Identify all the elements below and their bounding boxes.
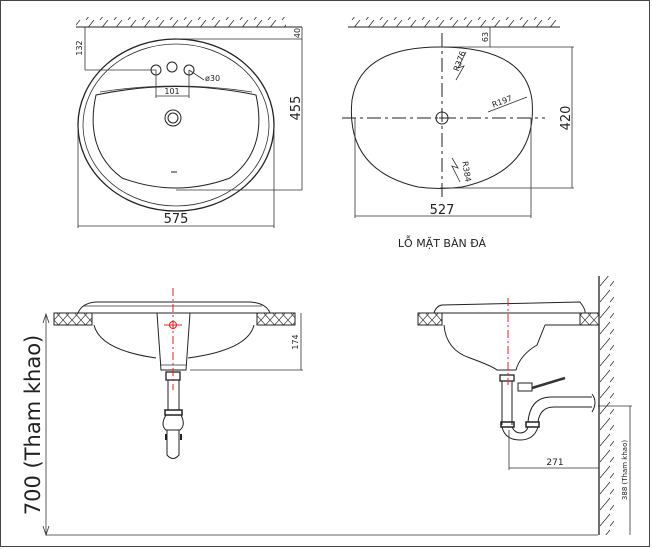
cutout-title: LỖ MẶT BÀN ĐÁ — [398, 235, 487, 250]
top-view — [76, 17, 303, 228]
drain-outer — [164, 109, 182, 127]
cutout-width-label: 527 — [430, 203, 455, 218]
cutout-outline — [350, 46, 533, 189]
tap-hole-spacing-label: 101 — [164, 87, 179, 96]
countertop-left — [53, 312, 93, 326]
wall-hatch-vertical — [600, 276, 614, 535]
tap-hole-offset-label: 132 — [75, 40, 84, 55]
cutout-wall-offset-label: 63 — [481, 32, 490, 42]
wall-hatch — [76, 17, 286, 27]
drain-height-label: 388 (Tham khao) — [621, 440, 629, 500]
front-depth-label: 174 — [291, 334, 300, 349]
top-height-label: 455 — [289, 96, 304, 121]
side-section — [417, 276, 632, 535]
radius-top-label: R376 — [452, 50, 468, 73]
basin-bowl — [92, 86, 260, 189]
radius-side-label: R197 — [491, 94, 514, 110]
drain-offset-label: 271 — [546, 458, 563, 468]
radius-bottom-label: R384 — [460, 161, 472, 183]
tap-hole-center — [166, 61, 178, 73]
front-section — [42, 288, 598, 537]
install-height-label: 700 (Tham khao) — [21, 335, 45, 515]
drain-inner — [167, 112, 179, 124]
tap-hole-diameter-label: ø30 — [205, 74, 220, 83]
cutout-view — [342, 17, 574, 218]
countertop-right — [256, 312, 296, 326]
cutout-height-label: 420 — [559, 106, 574, 131]
top-width-label: 575 — [164, 212, 189, 227]
top-wall-offset-label: 40 — [293, 28, 302, 38]
